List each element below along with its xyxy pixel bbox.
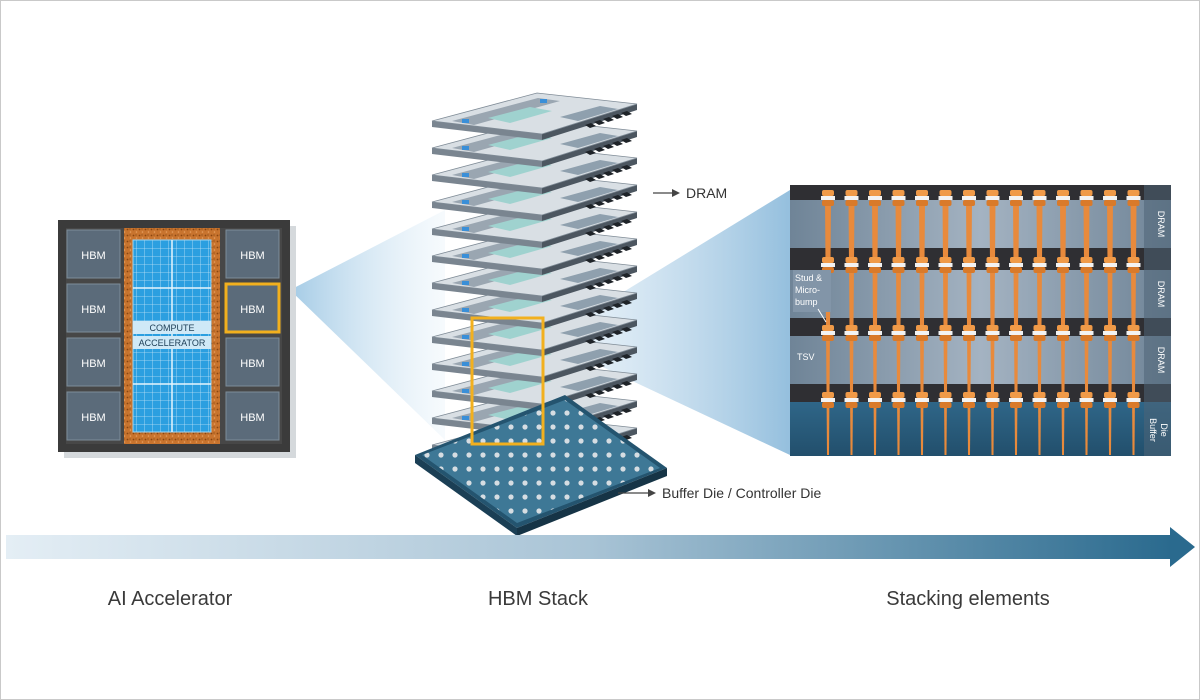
svg-text:HBM: HBM <box>81 358 105 370</box>
dram-layer-plate <box>431 92 638 140</box>
tsv-column <box>1032 190 1047 455</box>
dram-layer <box>790 336 1171 384</box>
svg-text:Buffer Die / Controller Die: Buffer Die / Controller Die <box>662 485 821 501</box>
tsv-column <box>1103 190 1117 455</box>
dram-layer-plate <box>431 119 638 167</box>
hbm-tile-highlighted: HBM <box>224 282 281 334</box>
caption-stacking-elements: Stacking elements <box>886 588 1050 610</box>
svg-text:HBM: HBM <box>81 412 105 424</box>
layer-label-dram: DRAM <box>1156 347 1166 374</box>
tsv-column <box>1056 190 1070 455</box>
stack-highlight-box <box>470 316 545 446</box>
hbm-tile: HBM <box>225 391 280 441</box>
layer-label-die: Die <box>1159 423 1169 437</box>
hbm-tile: HBM <box>225 229 280 279</box>
stud-label-line3: bump <box>795 297 818 307</box>
hbm-tile: HBM <box>66 337 121 387</box>
stacking-cross-section: DRAM DRAM DRAM Buffer Die Stud & Micro- … <box>790 185 1171 456</box>
compute-label: COMPUTE <box>150 323 195 333</box>
dram-layer <box>790 270 1171 318</box>
flow-arrow <box>6 527 1195 567</box>
svg-text:HBM: HBM <box>81 304 105 316</box>
tsv-label: TSV <box>797 352 815 362</box>
tsv-column <box>938 190 953 455</box>
zoom-beam-right <box>545 190 790 455</box>
svg-text:HBM: HBM <box>240 358 264 370</box>
buffer-controller-die <box>415 395 667 536</box>
compute-accelerator-die: COMPUTE ACCELERATOR <box>124 228 220 444</box>
hbm-tile: HBM <box>66 391 121 441</box>
caption-hbm-stack: HBM Stack <box>487 588 589 610</box>
dram-layer-plate <box>431 173 638 221</box>
hbm-tile: HBM <box>66 229 121 279</box>
accelerator-label: ACCELERATOR <box>139 338 206 348</box>
hbm-tile: HBM <box>225 337 280 387</box>
hbm-tile: HBM <box>66 283 121 333</box>
tsv-column <box>985 190 1000 455</box>
svg-text:HBM: HBM <box>240 304 264 316</box>
dram-callout: DRAM <box>653 185 727 201</box>
ai-accelerator-package: HBM HBM HBM HBM HBM HBM HBM HBM <box>58 220 296 458</box>
zoom-beam-left <box>290 210 445 440</box>
tsv-column <box>891 190 906 455</box>
caption-ai-accelerator: AI Accelerator <box>107 588 233 610</box>
tsv-column <box>1079 190 1094 455</box>
tsv-column <box>1126 190 1141 455</box>
tsv-column <box>868 190 882 455</box>
stud-label-line2: Micro- <box>795 285 820 295</box>
layer-label-dram: DRAM <box>1156 211 1166 238</box>
tsv-column <box>915 190 929 455</box>
svg-text:HBM: HBM <box>240 250 264 262</box>
stud-label-line1: Stud & <box>795 273 822 283</box>
tsv-column <box>962 190 976 455</box>
layer-label-buffer: Buffer <box>1148 418 1158 442</box>
hbm-stack <box>431 92 638 464</box>
svg-text:DRAM: DRAM <box>686 185 727 201</box>
buffer-die-callout: Buffer Die / Controller Die <box>618 485 821 501</box>
buffer-die-layer <box>790 402 1171 456</box>
svg-text:HBM: HBM <box>81 250 105 262</box>
dram-layer-plate <box>431 254 638 302</box>
tsv-column <box>844 190 859 455</box>
tsv-column <box>821 190 835 455</box>
dram-layer <box>790 200 1171 248</box>
layer-label-dram: DRAM <box>1156 281 1166 308</box>
tsv-column <box>1009 190 1023 455</box>
svg-text:HBM: HBM <box>240 412 264 424</box>
